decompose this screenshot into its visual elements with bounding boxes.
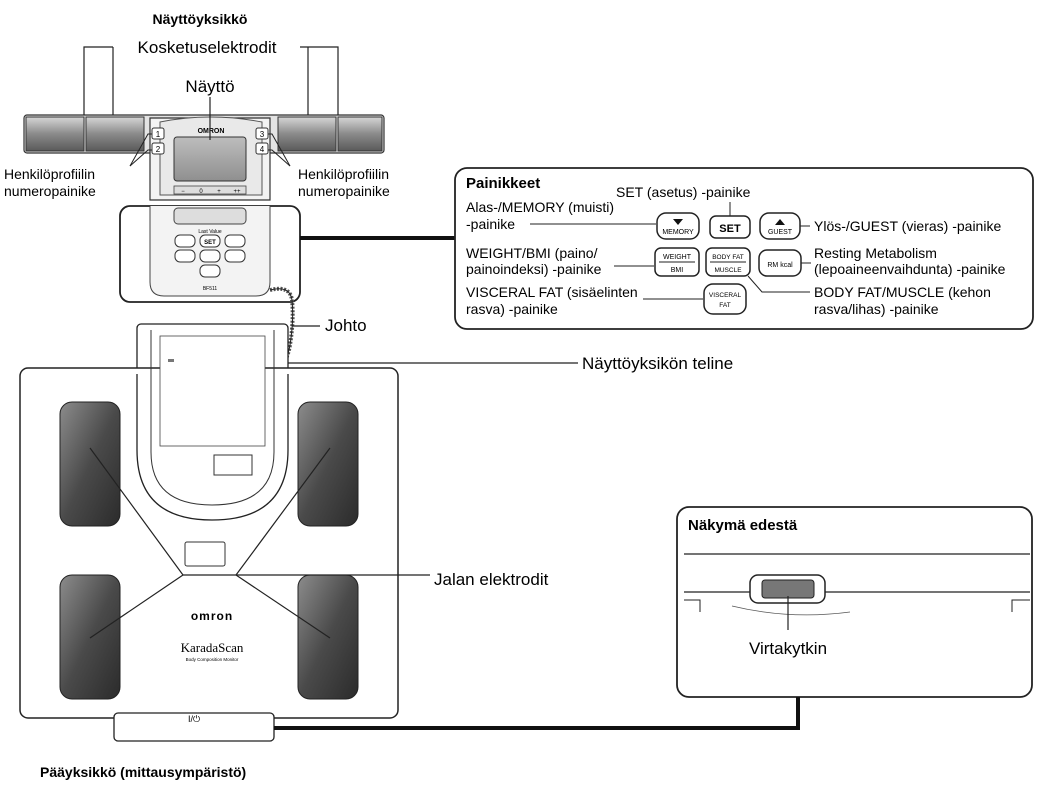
svg-text:1: 1	[156, 130, 161, 139]
bodyfat-label-1: BODY FAT/MUSCLE (kehon	[814, 284, 991, 300]
svg-text:2: 2	[156, 145, 161, 154]
svg-text:WEIGHT: WEIGHT	[663, 254, 692, 261]
scale-display-window	[184, 541, 226, 567]
power-switch-button[interactable]	[761, 579, 815, 599]
touch-electrodes-callout	[83, 46, 339, 115]
mini-weight-button[interactable]	[174, 249, 196, 263]
svg-text:MUSCLE: MUSCLE	[714, 267, 742, 274]
touch-electrode-left-1	[25, 116, 85, 152]
touch-electrodes-label: Kosketuselektrodit	[138, 38, 277, 57]
lcd-key-minus[interactable]: −	[181, 189, 185, 195]
memory-label-1: Alas-/MEMORY (muisti)	[466, 199, 614, 215]
svg-text:3: 3	[260, 130, 265, 139]
visceral-label-2: rasva) -painike	[466, 301, 558, 317]
rm-label-2: (lepoaineenvaihdunta) -painike	[814, 261, 1006, 277]
svg-text:BF511: BF511	[203, 286, 218, 292]
svg-text:4: 4	[260, 145, 265, 154]
scale-product-name: KaradaScan	[181, 640, 244, 655]
svg-text:FAT: FAT	[719, 302, 730, 309]
rm-label-1: Resting Metabolism	[814, 245, 937, 261]
up-arrow-icon	[775, 219, 785, 225]
set-label: SET (asetus) -painike	[616, 184, 751, 200]
svg-text:SET: SET	[719, 223, 741, 235]
main-unit: omron KaradaScan Body Composition Monito…	[19, 323, 399, 742]
profile-button-4[interactable]	[255, 142, 269, 155]
svg-text:SET: SET	[204, 240, 216, 246]
display-brand-logo: OMRON	[198, 128, 225, 135]
mini-memory-button[interactable]	[174, 234, 196, 248]
front-view-connector	[274, 697, 800, 730]
mini-visceral-button[interactable]	[199, 264, 221, 278]
main-unit-title: Pääyksikkö (mittausympäristö)	[40, 764, 246, 780]
touch-electrode-right-2	[337, 116, 383, 152]
holder-label: Näyttöyksikön teline	[582, 354, 733, 373]
foot-electrode-front-right	[297, 401, 359, 527]
profile-button-2[interactable]	[151, 142, 165, 155]
cord-label: Johto	[325, 316, 367, 335]
svg-text:Body Composition Monitor: Body Composition Monitor	[186, 657, 239, 662]
svg-text:RM kcal: RM kcal	[767, 262, 793, 269]
front-view-box: Näkymä edestä Virtakytkin	[676, 506, 1033, 698]
foot-electrodes-callout	[89, 447, 430, 639]
display-unit: OMRON − 0 + ++ 1 2 3 4	[23, 114, 385, 201]
front-view-title: Näkymä edestä	[688, 517, 798, 534]
memory-button[interactable]	[656, 212, 700, 240]
lcd-key-zero[interactable]: 0	[199, 189, 203, 195]
lcd-key-row: − 0 + ++	[173, 185, 247, 195]
foot-electrode-rear-left	[59, 574, 121, 700]
power-symbol: I/⏻	[188, 714, 200, 724]
bodyfat-label-2: rasva/lihas) -painike	[814, 301, 939, 317]
lcd-key-plus[interactable]: +	[217, 189, 221, 195]
foot-electrode-front-left	[59, 401, 121, 527]
lcd-key-plusplus[interactable]: ++	[233, 189, 241, 195]
profile-left-label-1: Henkilöprofiilin	[4, 166, 95, 182]
visceral-fat-button[interactable]	[703, 283, 747, 315]
scale-brand-logo: omron	[191, 609, 233, 623]
profile-right-label-1: Henkilöprofiilin	[298, 166, 389, 182]
svg-text:VISCERAL: VISCERAL	[709, 292, 742, 299]
set-button[interactable]	[709, 215, 751, 239]
mini-set-button[interactable]	[199, 234, 221, 248]
weight-label-1: WEIGHT/BMI (paino/	[466, 245, 598, 261]
svg-text:BMI: BMI	[671, 267, 684, 274]
mini-rm-button[interactable]	[224, 249, 246, 263]
foot-electrodes-label: Jalan elektrodit	[434, 570, 549, 589]
svg-text:MEMORY: MEMORY	[662, 229, 694, 236]
display-label: Näyttö	[185, 77, 234, 96]
svg-text:BODY FAT: BODY FAT	[712, 254, 744, 261]
lcd-screen	[173, 136, 247, 182]
mini-guest-button[interactable]	[224, 234, 246, 248]
profile-right-label-2: numeropainike	[298, 183, 390, 199]
svg-text:Last Value: Last Value	[198, 229, 221, 235]
buttons-panel: Painikkeet SET (asetus) -painike SET Ala…	[454, 167, 1034, 330]
guest-label: Ylös-/GUEST (vieras) -painike	[814, 218, 1001, 234]
power-switch-label: Virtakytkin	[749, 639, 827, 658]
touch-electrode-left-2	[85, 116, 145, 152]
display-unit-title: Näyttöyksikkö	[153, 11, 248, 27]
down-arrow-icon	[673, 219, 683, 225]
touch-electrode-right-1	[277, 116, 337, 152]
weight-label-2: painoindeksi) -painike	[466, 261, 602, 277]
profile-left-label-2: numeropainike	[4, 183, 96, 199]
mini-bodyfat-button[interactable]	[199, 249, 221, 263]
buttons-panel-title: Painikkeet	[466, 175, 540, 192]
memory-label-2: -painike	[466, 216, 515, 232]
button-zoom-box: Last Value SET BF511	[119, 205, 301, 303]
visceral-label-1: VISCERAL FAT (sisäelinten	[466, 284, 638, 300]
svg-text:GUEST: GUEST	[768, 229, 793, 236]
